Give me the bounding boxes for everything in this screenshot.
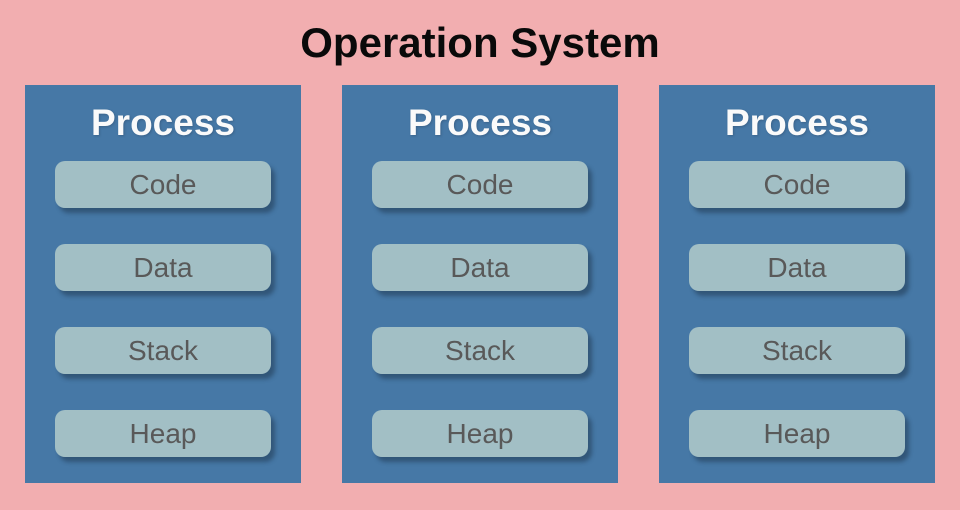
segment-heap: Heap (689, 410, 905, 457)
process-columns: Process Code Data Stack Heap Process Cod… (25, 85, 935, 483)
process-box-3: Process Code Data Stack Heap (659, 85, 935, 483)
segment-code: Code (372, 161, 588, 208)
segment-list: Code Data Stack Heap (55, 161, 271, 457)
segment-data: Data (689, 244, 905, 291)
segment-code: Code (689, 161, 905, 208)
segment-stack: Stack (689, 327, 905, 374)
segment-data: Data (55, 244, 271, 291)
segment-list: Code Data Stack Heap (689, 161, 905, 457)
segment-code: Code (55, 161, 271, 208)
process-title: Process (725, 102, 869, 143)
segment-stack: Stack (55, 327, 271, 374)
segment-data: Data (372, 244, 588, 291)
diagram-title: Operation System (300, 18, 660, 66)
process-title: Process (408, 102, 552, 143)
segment-stack: Stack (372, 327, 588, 374)
process-box-1: Process Code Data Stack Heap (25, 85, 301, 483)
process-title: Process (91, 102, 235, 143)
process-box-2: Process Code Data Stack Heap (342, 85, 618, 483)
segment-list: Code Data Stack Heap (372, 161, 588, 457)
segment-heap: Heap (372, 410, 588, 457)
segment-heap: Heap (55, 410, 271, 457)
